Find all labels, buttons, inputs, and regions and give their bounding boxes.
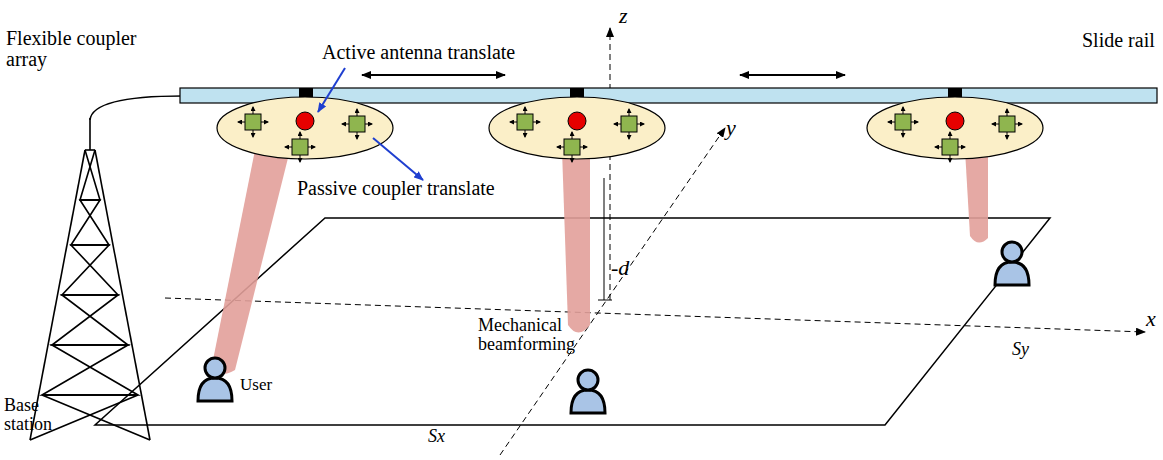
passive-coupler: [557, 132, 587, 162]
array-label: Flexible coupler array: [6, 28, 156, 70]
station-label: Base station: [4, 396, 74, 434]
coupler-disc: [489, 97, 665, 159]
passive-coupler: [510, 107, 540, 137]
coupler-disc: [217, 97, 393, 159]
beam: [965, 150, 988, 243]
coupler-disc: [867, 97, 1043, 159]
x-axis: [165, 298, 1145, 332]
translate-arrow: [362, 74, 505, 76]
height-marker: [598, 300, 612, 301]
leader-arrow: [373, 138, 423, 180]
user-icon: [995, 242, 1029, 285]
passive-coupler: [342, 109, 372, 139]
beam: [562, 150, 590, 333]
passive-coupler: [888, 107, 918, 137]
axis-label: x: [1146, 307, 1156, 330]
size-label: Sx: [428, 427, 445, 446]
motion-label: Passive coupler translate: [297, 178, 495, 199]
axis-label: z: [619, 4, 628, 27]
base-station-tower: [30, 118, 150, 440]
passive-coupler: [935, 132, 965, 162]
passive-coupler: [238, 107, 268, 137]
motion-label: Active antenna translate: [322, 42, 515, 63]
passive-coupler: [614, 109, 644, 139]
user-label: User: [240, 376, 272, 394]
user-icon: [198, 358, 232, 401]
translate-arrow: [740, 74, 845, 76]
y-axis: [500, 128, 725, 455]
leader-arrow: [318, 68, 345, 112]
user-icon: [571, 370, 605, 413]
axis-label: y: [726, 116, 736, 139]
beam-label: Mechanical beamforming: [478, 316, 596, 354]
active-antenna: [946, 112, 964, 130]
feed-cable: [90, 96, 182, 120]
height-marker: [604, 178, 605, 300]
passive-coupler: [992, 109, 1022, 139]
z-axis: [610, 28, 611, 300]
height-label: -d: [611, 256, 629, 279]
passive-coupler: [285, 132, 315, 162]
beam: [212, 150, 290, 374]
active-antenna: [296, 112, 314, 130]
size-label: Sy: [1012, 340, 1029, 359]
active-antenna: [568, 112, 586, 130]
rail-label: Slide rail: [1082, 30, 1155, 51]
